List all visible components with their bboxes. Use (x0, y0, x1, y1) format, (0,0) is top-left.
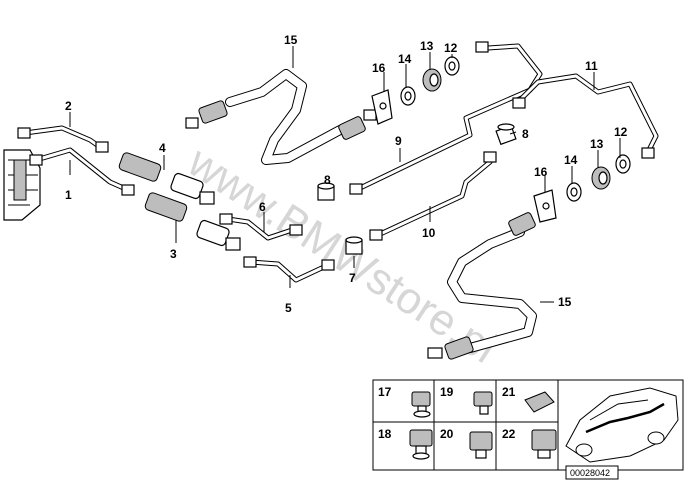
clip-21 (524, 391, 555, 413)
callout-12-lower: 12 (614, 125, 628, 139)
document-number: 00028042 (570, 468, 610, 478)
union-nut-8-right (495, 123, 517, 146)
callout-11: 11 (585, 59, 598, 73)
callout-10: 10 (422, 226, 436, 240)
callout-13-lower: 13 (590, 137, 604, 151)
callout-4: 4 (159, 141, 166, 155)
callout-6: 6 (259, 200, 266, 214)
car-outline-icon (565, 387, 679, 463)
inset-label-21: 21 (502, 385, 516, 399)
callout-5: 5 (285, 301, 292, 315)
callout-8-left: 8 (324, 173, 331, 187)
brake-hose-15-lower (427, 212, 537, 360)
inset-panel: 17 19 21 18 20 22 (372, 379, 684, 471)
document-number-box: 00028042 (565, 465, 619, 480)
inset-label-19: 19 (440, 385, 454, 399)
brake-pipe-5 (243, 256, 335, 283)
callout-15-upper: 15 (284, 33, 298, 47)
clip-22 (531, 429, 557, 459)
brake-hose-3 (144, 192, 241, 251)
callout-12-upper: 12 (444, 41, 458, 55)
callout-13-upper: 13 (420, 39, 434, 53)
clip-20 (469, 431, 493, 459)
leader-lines (69, 46, 621, 303)
inset-label-22: 22 (502, 427, 516, 441)
inset-label-17: 17 (378, 385, 392, 399)
callout-7: 7 (349, 271, 356, 285)
callout-3: 3 (170, 247, 177, 261)
washer-14-lower (566, 182, 582, 202)
callout-14-lower: 14 (564, 153, 578, 167)
clip-19 (473, 391, 493, 415)
clip-18 (409, 429, 433, 460)
bracket-16-upper (371, 89, 393, 125)
watermark: www.BMWstore.pl (179, 137, 506, 373)
hydraulic-unit (3, 149, 41, 221)
callout-16-upper: 16 (372, 61, 386, 75)
brake-hose-4 (118, 152, 215, 205)
grommet-13-upper (422, 68, 442, 92)
callout-2: 2 (65, 99, 72, 113)
brake-pipe-2 (17, 125, 109, 153)
union-nut-8-left (317, 182, 335, 201)
callout-numbers: 1 2 3 4 5 6 7 8 8 9 10 11 12 12 13 13 14… (65, 33, 628, 315)
brake-hose-15-upper (185, 69, 377, 165)
brake-pipe-6 (219, 213, 303, 241)
callout-15-lower: 15 (558, 295, 572, 309)
brake-pipe-11 (512, 73, 659, 159)
callout-8-right: 8 (522, 127, 529, 141)
washer-12-upper (444, 56, 460, 76)
clip-17 (411, 391, 431, 418)
callout-9: 9 (395, 134, 402, 148)
union-7 (345, 236, 363, 255)
brake-pipe-10 (369, 151, 497, 241)
inset-label-20: 20 (440, 427, 454, 441)
bracket-16-lower (533, 189, 557, 223)
brake-pipe-1 (29, 147, 135, 196)
callout-14-upper: 14 (398, 52, 412, 66)
inset-label-18: 18 (378, 427, 392, 441)
washer-14-upper (400, 86, 416, 106)
grommet-13-lower (591, 166, 611, 190)
callout-1: 1 (65, 188, 72, 202)
washer-12-lower (615, 154, 631, 174)
callout-16-lower: 16 (534, 165, 548, 179)
